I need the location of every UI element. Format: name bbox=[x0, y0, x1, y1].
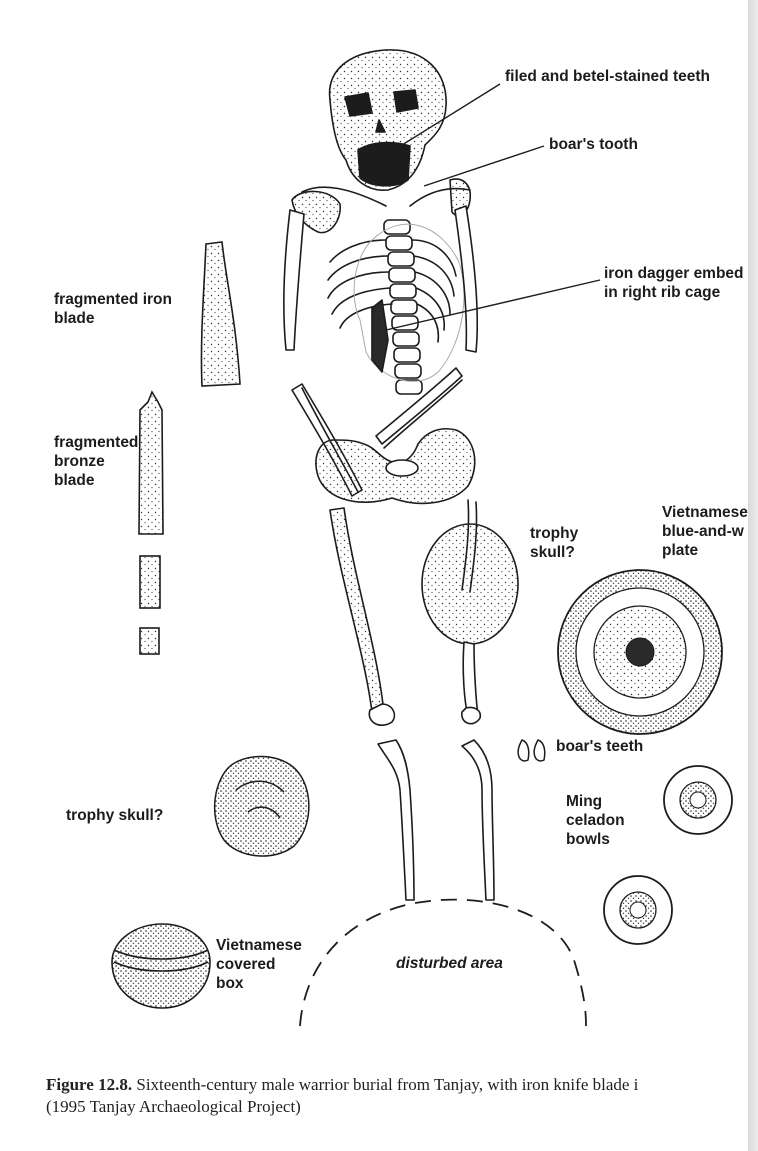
skeleton bbox=[283, 49, 519, 901]
label-disturbed-area: disturbed area bbox=[396, 955, 503, 972]
trophy-skull-left bbox=[214, 755, 310, 857]
label-ming-line3: bowls bbox=[566, 831, 610, 848]
label-ming-line2: celadon bbox=[566, 812, 625, 829]
label-iron-dagger: iron dagger embed in right rib cage bbox=[604, 264, 744, 302]
label-trophy-skull-right: trophy skull? bbox=[530, 524, 578, 562]
label-plate-line1: Vietnamese bbox=[662, 504, 748, 521]
ming-bowls bbox=[603, 765, 733, 945]
label-bronze-blade-line2: bronze bbox=[54, 453, 105, 470]
figure-caption: Figure 12.8. Sixteenth-century male warr… bbox=[46, 1074, 758, 1118]
vietnamese-plate bbox=[557, 569, 723, 735]
caption-line1-text: Sixteenth-century male warrior burial fr… bbox=[132, 1075, 639, 1094]
label-iron-dagger-line2: in right rib cage bbox=[604, 284, 721, 301]
label-filed-teeth: filed and betel-stained teeth bbox=[505, 68, 710, 85]
label-trophy-skull-left: trophy skull? bbox=[66, 807, 164, 824]
spine bbox=[383, 219, 423, 395]
label-ming-line1: Ming bbox=[566, 793, 603, 810]
label-ming-celadon-bowls: Ming celadon bowls bbox=[566, 792, 625, 849]
label-plate-line3: plate bbox=[662, 542, 699, 559]
label-boars-tooth: boar's tooth bbox=[549, 136, 638, 153]
label-box-line2: covered bbox=[216, 956, 276, 973]
caption-line2: (1995 Tanjay Archaeological Project) bbox=[46, 1097, 301, 1116]
label-boars-teeth: boar's teeth bbox=[556, 738, 644, 755]
skull bbox=[328, 49, 447, 191]
label-iron-dagger-line1: iron dagger embed bbox=[604, 265, 744, 282]
label-trophy-skull-right-line1: trophy bbox=[530, 525, 579, 542]
label-bronze-blade-line3: blade bbox=[54, 472, 95, 489]
label-iron-blade-line2: blade bbox=[54, 310, 95, 327]
bronze-blade-fragments bbox=[138, 390, 164, 655]
disturbed-area-outline bbox=[299, 898, 587, 1027]
leader-lines bbox=[385, 83, 601, 331]
label-bronze-blade-line1: fragmented bbox=[54, 434, 139, 451]
label-fragmented-iron-blade: fragmented iron blade bbox=[54, 290, 172, 328]
label-plate-line2: blue-and-w bbox=[662, 523, 744, 540]
label-box-line3: box bbox=[216, 975, 244, 992]
label-vietnamese-plate: Vietnamese blue-and-w plate bbox=[662, 503, 748, 560]
caption-line1: Figure 12.8. Sixteenth-century male warr… bbox=[46, 1074, 758, 1096]
page-edge-shadow bbox=[748, 0, 758, 1151]
label-vietnamese-box: Vietnamese covered box bbox=[216, 936, 302, 993]
figure-number: Figure 12.8. bbox=[46, 1075, 133, 1094]
boars-teeth-drawing bbox=[517, 739, 546, 762]
label-trophy-skull-right-line2: skull? bbox=[530, 544, 575, 561]
label-iron-blade-line1: fragmented iron bbox=[54, 291, 172, 308]
label-fragmented-bronze-blade: fragmented bronze blade bbox=[54, 433, 138, 490]
vietnamese-box bbox=[111, 923, 211, 1009]
iron-blade-fragment bbox=[200, 241, 241, 387]
label-box-line1: Vietnamese bbox=[216, 937, 302, 954]
